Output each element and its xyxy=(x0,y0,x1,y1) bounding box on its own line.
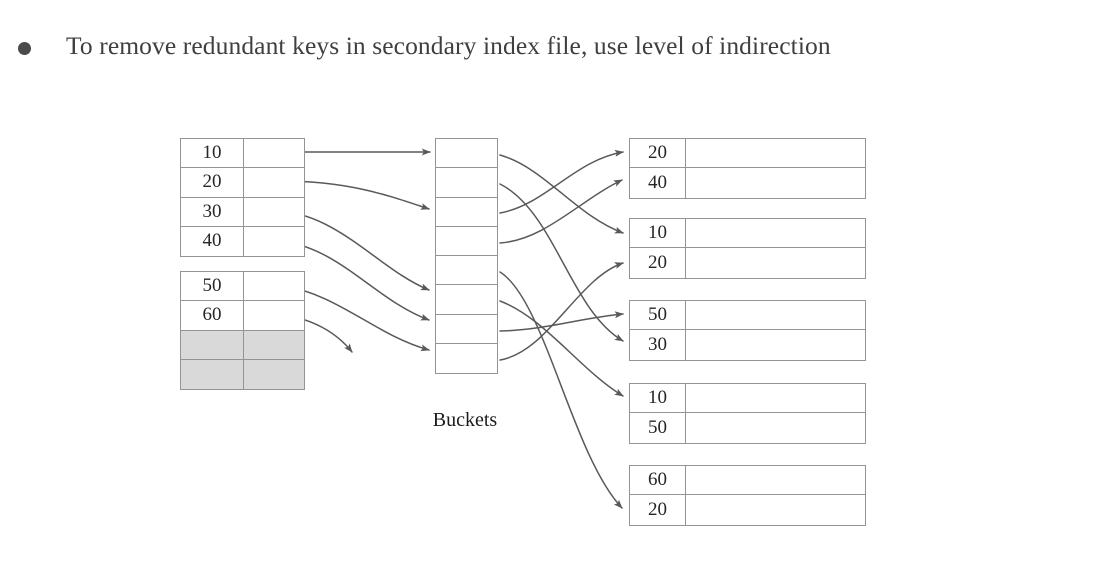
data-key: 20 xyxy=(630,139,686,168)
bucket-pointer-cell xyxy=(436,198,497,226)
bullet-line: To remove redundant keys in secondary in… xyxy=(0,24,1112,70)
data-key: 50 xyxy=(630,413,686,443)
bucket-row-1[interactable] xyxy=(436,139,497,169)
bucket-row-4[interactable] xyxy=(436,227,497,256)
bucket-row-2[interactable] xyxy=(436,168,497,198)
index-key: 10 xyxy=(181,139,244,168)
index-pointer-cell xyxy=(244,301,304,329)
connector-bucket6-data10b xyxy=(499,300,624,397)
data-record-cell xyxy=(686,219,865,247)
table-row[interactable]: 10 xyxy=(630,384,865,414)
data-key: 20 xyxy=(630,248,686,278)
table-row[interactable]: 30 xyxy=(630,330,865,360)
index-key xyxy=(181,330,244,359)
table-row[interactable]: 60 xyxy=(181,301,304,331)
bucket-pointer-cell xyxy=(436,139,497,167)
index-pointer-cell xyxy=(244,198,304,226)
data-record-cell xyxy=(686,384,865,412)
index-key: 20 xyxy=(181,168,244,197)
index-pointer-cell xyxy=(244,139,304,167)
index-block-1: 10 20 30 40 xyxy=(180,138,305,257)
data-record-cell xyxy=(686,248,865,277)
data-record-cell xyxy=(686,168,865,197)
table-row[interactable]: 60 xyxy=(630,466,865,496)
bucket-row-5[interactable] xyxy=(436,256,497,286)
bucket-row-6[interactable] xyxy=(436,285,497,315)
connector-bucket8-data20c xyxy=(499,262,624,361)
bullet-marker-icon xyxy=(18,42,31,55)
table-row[interactable]: 10 xyxy=(181,139,304,169)
data-key: 50 xyxy=(630,301,686,330)
data-record-cell xyxy=(686,413,865,442)
data-block-1: 20 40 xyxy=(629,138,866,199)
bullet-text: To remove redundant keys in secondary in… xyxy=(66,31,831,60)
table-row[interactable]: 50 xyxy=(630,301,865,331)
bucket-pointer-cell xyxy=(436,285,497,313)
index-key: 30 xyxy=(181,197,244,226)
data-record-cell xyxy=(686,495,865,524)
data-record-cell xyxy=(686,330,865,359)
data-record-cell xyxy=(686,301,865,329)
table-row-empty xyxy=(181,359,304,389)
table-row[interactable]: 40 xyxy=(181,226,304,256)
index-block-2: 50 60 xyxy=(180,271,305,390)
index-key xyxy=(181,359,244,389)
data-key: 20 xyxy=(630,495,686,525)
data-key: 10 xyxy=(630,219,686,248)
table-row[interactable]: 20 xyxy=(181,168,304,198)
connector-bucket4-data40 xyxy=(499,179,623,244)
table-row[interactable]: 20 xyxy=(630,248,865,278)
connector-bucket3-data20 xyxy=(499,149,624,214)
table-row[interactable]: 50 xyxy=(630,413,865,443)
data-record-cell xyxy=(686,139,865,167)
index-key: 50 xyxy=(181,272,244,301)
bucket-row-8[interactable] xyxy=(436,344,497,373)
table-row[interactable]: 10 xyxy=(630,219,865,249)
index-pointer-cell xyxy=(244,227,304,256)
bucket-pointer-cell xyxy=(436,168,497,196)
table-row[interactable]: 40 xyxy=(630,168,865,198)
index-pointer-cell xyxy=(244,168,304,196)
index-pointer-cell xyxy=(244,360,304,389)
data-key: 30 xyxy=(630,330,686,360)
bucket-pointer-cell xyxy=(436,315,497,343)
data-key: 60 xyxy=(630,466,686,495)
index-key: 40 xyxy=(181,226,244,256)
data-block-4: 10 50 xyxy=(629,383,866,444)
buckets-label: Buckets xyxy=(432,409,498,431)
bucket-pointer-cell xyxy=(436,344,497,373)
data-block-5: 60 20 xyxy=(629,465,866,526)
data-block-2: 10 20 xyxy=(629,218,866,279)
index-pointer-cell xyxy=(244,331,304,359)
table-row[interactable]: 50 xyxy=(181,272,304,302)
data-block-3: 50 30 xyxy=(629,300,866,361)
table-row[interactable]: 30 xyxy=(181,197,304,227)
index-pointer-cell xyxy=(244,272,304,300)
bucket-row-7[interactable] xyxy=(436,315,497,344)
connector-bucket2-data30 xyxy=(499,183,624,342)
connector-bucket1-data10 xyxy=(499,154,624,234)
bucket-pointer-cell xyxy=(436,227,497,255)
data-record-cell xyxy=(686,466,865,494)
table-row[interactable]: 20 xyxy=(630,139,865,169)
bucket-pointer-cell xyxy=(436,256,497,284)
bucket-column xyxy=(435,138,498,374)
data-key: 10 xyxy=(630,384,686,413)
index-key: 60 xyxy=(181,301,244,330)
data-key: 40 xyxy=(630,168,686,198)
connector-bucket7-data50 xyxy=(499,311,624,332)
table-row-empty xyxy=(181,330,304,360)
connector-bucket5-data20b xyxy=(499,271,623,509)
table-row[interactable]: 20 xyxy=(630,495,865,525)
bucket-row-3[interactable] xyxy=(436,198,497,227)
